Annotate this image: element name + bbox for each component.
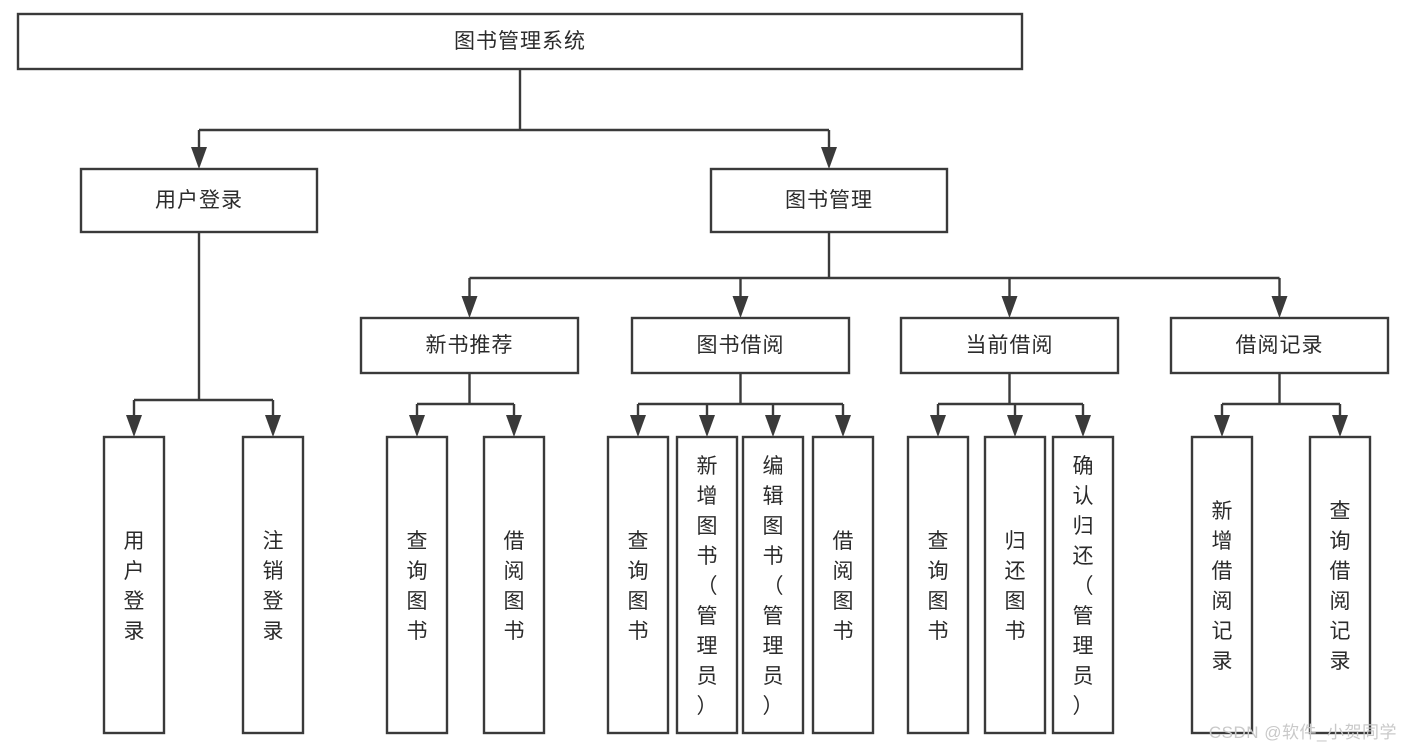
node-box-leaf-confirm: [1051, 435, 1115, 735]
node-box-root: [16, 12, 1024, 71]
node-box-user-login: [79, 167, 319, 234]
node-label-user-login: 用户登录: [155, 189, 243, 212]
node-user-login[interactable]: 用户登录: [79, 167, 319, 234]
node-leaf-login[interactable]: 用户登录: [102, 435, 166, 735]
node-leaf-borrow-2[interactable]: 借阅图书: [811, 435, 875, 735]
node-label-leaf-return: 归还图书: [1005, 530, 1026, 643]
edges-layer: [126, 69, 1348, 437]
node-new-book-rec[interactable]: 新书推荐: [359, 316, 580, 375]
node-label-leaf-login: 用户登录: [124, 530, 145, 643]
node-label-new-book-rec: 新书推荐: [426, 334, 514, 357]
node-label-leaf-query-1: 查询图书: [407, 530, 428, 643]
node-borrow-record[interactable]: 借阅记录: [1169, 316, 1390, 375]
edge-group-root: [191, 69, 837, 169]
node-box-current-borrow: [899, 316, 1120, 375]
node-label-book-borrow: 图书借阅: [697, 334, 785, 357]
node-leaf-borrow-1[interactable]: 借阅图书: [482, 435, 546, 735]
node-book-borrow[interactable]: 图书借阅: [630, 316, 851, 375]
node-leaf-query-3[interactable]: 查询图书: [906, 435, 970, 735]
node-box-leaf-borrow-2: [811, 435, 875, 735]
node-leaf-add-rec[interactable]: 新增借阅记录: [1190, 435, 1254, 735]
node-label-leaf-confirm: 确认归还（管理员）: [1073, 455, 1094, 718]
node-box-leaf-login: [102, 435, 166, 735]
node-box-leaf-query-3: [906, 435, 970, 735]
node-leaf-logout[interactable]: 注销登录: [241, 435, 305, 735]
node-leaf-confirm[interactable]: 确认归还（管理员）: [1051, 435, 1115, 735]
node-label-leaf-logout: 注销登录: [263, 530, 284, 643]
node-leaf-query-1[interactable]: 查询图书: [385, 435, 449, 735]
edge-group-new-book-rec: [409, 373, 522, 437]
node-label-leaf-query-2: 查询图书: [628, 530, 649, 643]
node-label-leaf-borrow-2: 借阅图书: [833, 530, 854, 643]
node-label-leaf-borrow-1: 借阅图书: [504, 530, 525, 643]
node-leaf-return[interactable]: 归还图书: [983, 435, 1047, 735]
edge-group-book-borrow: [630, 373, 851, 437]
csdn-watermark: CSDN @软件_小贺同学: [1208, 723, 1397, 742]
node-box-leaf-query-rec: [1308, 435, 1372, 735]
node-label-leaf-edit-book: 编辑图书（管理员）: [763, 455, 784, 718]
node-label-leaf-query-3: 查询图书: [928, 530, 949, 643]
node-label-book-manage: 图书管理: [785, 189, 873, 212]
node-box-book-borrow: [630, 316, 851, 375]
node-box-leaf-add-rec: [1190, 435, 1254, 735]
node-current-borrow[interactable]: 当前借阅: [899, 316, 1120, 375]
node-label-leaf-query-rec: 查询借阅记录: [1330, 500, 1351, 673]
node-box-leaf-edit-book: [741, 435, 805, 735]
edge-group-book-manage: [461, 232, 1288, 318]
edge-group-user-login: [126, 232, 281, 437]
node-label-leaf-add-rec: 新增借阅记录: [1212, 500, 1233, 673]
node-box-new-book-rec: [359, 316, 580, 375]
node-box-borrow-record: [1169, 316, 1390, 375]
node-leaf-query-2[interactable]: 查询图书: [606, 435, 670, 735]
node-label-leaf-add-book: 新增图书（管理员）: [697, 455, 718, 718]
node-label-root: 图书管理系统: [454, 30, 586, 53]
node-box-leaf-borrow-1: [482, 435, 546, 735]
node-leaf-add-book[interactable]: 新增图书（管理员）: [675, 435, 739, 735]
node-leaf-edit-book[interactable]: 编辑图书（管理员）: [741, 435, 805, 735]
nodes-layer: 图书管理系统用户登录图书管理新书推荐图书借阅当前借阅借阅记录用户登录注销登录查询…: [16, 12, 1390, 735]
node-box-leaf-return: [983, 435, 1047, 735]
node-label-current-borrow: 当前借阅: [966, 334, 1054, 357]
node-box-leaf-add-book: [675, 435, 739, 735]
edge-group-current-borrow: [930, 373, 1091, 437]
node-root[interactable]: 图书管理系统: [16, 12, 1024, 71]
node-box-leaf-logout: [241, 435, 305, 735]
node-label-borrow-record: 借阅记录: [1236, 334, 1324, 357]
node-box-leaf-query-2: [606, 435, 670, 735]
node-book-manage[interactable]: 图书管理: [709, 167, 949, 234]
edge-group-borrow-record: [1214, 373, 1348, 437]
node-leaf-query-rec[interactable]: 查询借阅记录: [1308, 435, 1372, 735]
node-box-leaf-query-1: [385, 435, 449, 735]
node-box-book-manage: [709, 167, 949, 234]
